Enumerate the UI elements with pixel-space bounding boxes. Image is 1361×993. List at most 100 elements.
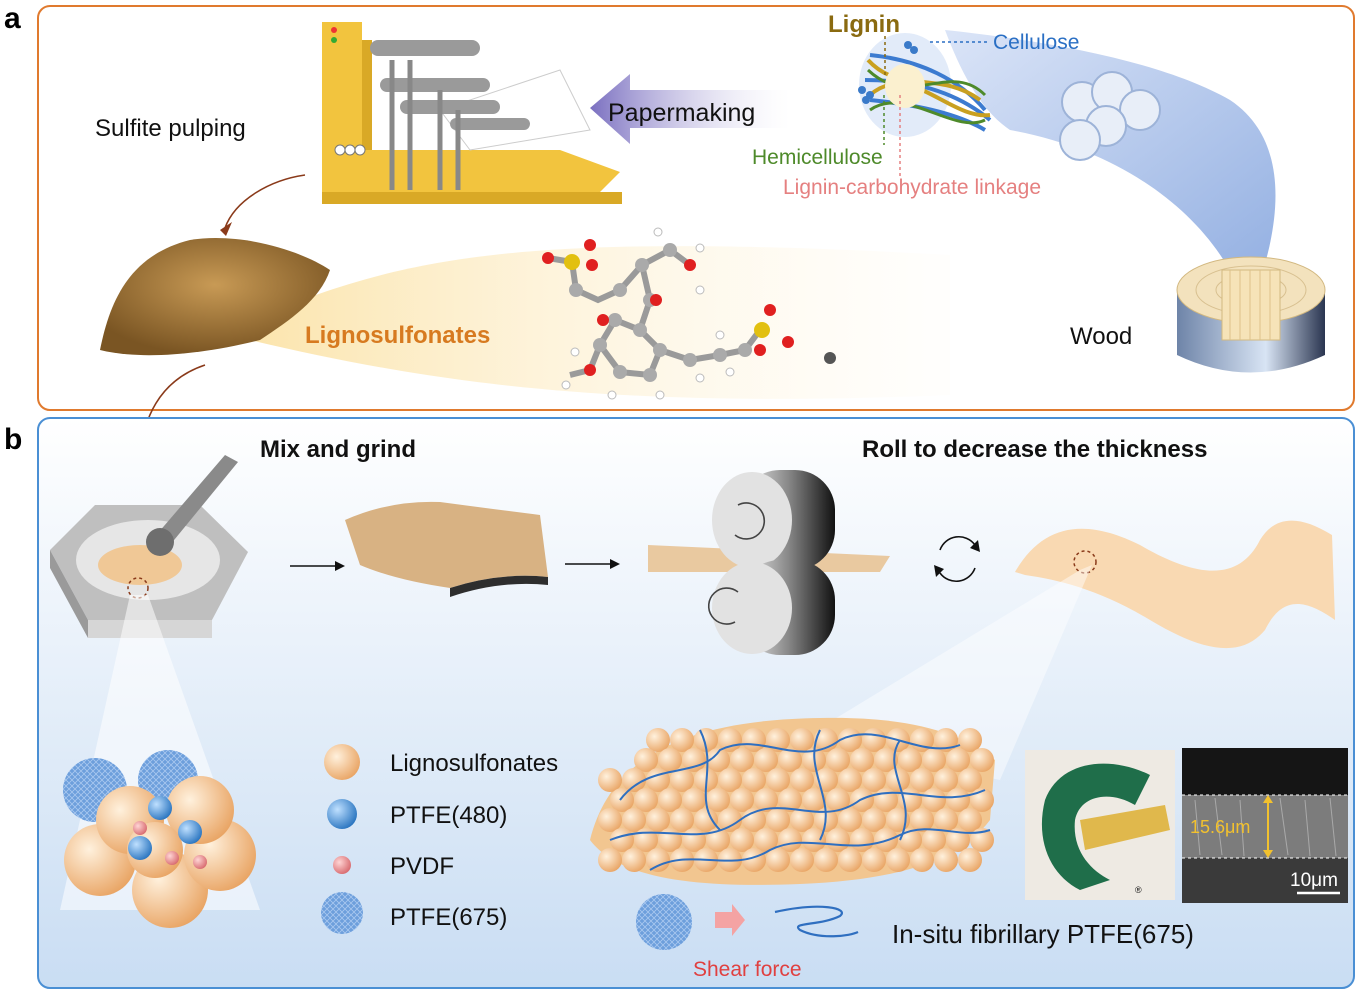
slab-sphere: [694, 808, 718, 832]
film-photo: ®: [1025, 750, 1175, 900]
panel-a-letter: a: [4, 2, 21, 35]
slab-sphere: [682, 748, 706, 772]
wood-log: [1176, 256, 1326, 373]
slab-sphere: [910, 848, 934, 872]
fiber-tubes: [1059, 71, 1161, 161]
slab-sphere: [646, 808, 670, 832]
legend-lignosulfonates-label: Lignosulfonates: [390, 750, 558, 777]
slab-sphere: [934, 768, 958, 792]
slab-sphere: [970, 828, 994, 852]
slab-sphere: [910, 768, 934, 792]
slab-sphere: [790, 808, 814, 832]
slab-sphere: [886, 848, 910, 872]
slab-sphere: [862, 848, 886, 872]
slab-sphere: [682, 788, 706, 812]
slab-sphere: [658, 788, 682, 812]
slab-sphere: [634, 788, 658, 812]
slab-sphere: [754, 788, 778, 812]
fibrillated-composite: [590, 717, 995, 885]
slab-sphere: [718, 808, 742, 832]
sulfite-pulping-label: Sulfite pulping: [95, 115, 246, 142]
slab-sphere: [766, 808, 790, 832]
slab-sphere: [802, 828, 826, 852]
slab-sphere: [658, 828, 682, 852]
flow-arrow-1-head: [335, 561, 345, 571]
lignosulfonate-powder: [100, 238, 330, 356]
slab-sphere: [790, 768, 814, 792]
thick-sheet: [345, 501, 548, 597]
slab-sphere: [946, 748, 970, 772]
slab-sphere: [958, 728, 982, 752]
shear-force-label: Shear force: [693, 958, 802, 981]
slab-sphere: [646, 728, 670, 752]
slab-sphere: [646, 768, 670, 792]
cellulose-label: Cellulose: [993, 31, 1079, 54]
hemicellulose-label: Hemicellulose: [752, 146, 883, 169]
slab-sphere: [706, 828, 730, 852]
in-situ-label: In-situ fibrillary PTFE(675): [892, 919, 1194, 949]
slab-sphere: [622, 808, 646, 832]
sem-scale-label: 10μm: [1290, 870, 1338, 891]
panel-b-letter: b: [4, 423, 22, 456]
slab-sphere: [958, 768, 982, 792]
slab-sphere: [922, 748, 946, 772]
photo-trademark: ®: [1135, 885, 1142, 895]
slab-sphere: [658, 748, 682, 772]
cycle-icon: [939, 535, 976, 583]
slab-sphere: [634, 748, 658, 772]
slab-sphere: [838, 848, 862, 872]
slab-sphere: [598, 848, 622, 872]
mix-grind-label: Mix and grind: [260, 436, 416, 463]
slab-sphere: [934, 848, 958, 872]
slab-sphere: [790, 848, 814, 872]
slab-sphere: [826, 828, 850, 852]
slab-sphere: [958, 848, 982, 872]
slab-sphere: [934, 808, 958, 832]
cycle-icon-head-2: [934, 565, 944, 577]
slab-sphere: [610, 828, 634, 852]
lignosulfonate-molecule: [542, 227, 836, 400]
slab-sphere: [754, 828, 778, 852]
slab-sphere: [622, 768, 646, 792]
legend-ptfe480-swatch: [327, 799, 357, 829]
slab-sphere: [610, 788, 634, 812]
slab-sphere: [910, 808, 934, 832]
legend: Lignosulfonates PTFE(480) PVDF PTFE(675): [321, 744, 558, 934]
slab-sphere: [742, 728, 766, 752]
slab-sphere: [634, 828, 658, 852]
film-zoom-circle: [1073, 550, 1097, 574]
cycle-icon-head-1: [970, 540, 980, 552]
legend-ptfe675-swatch: [321, 892, 363, 934]
lignosulfonates-label: Lignosulfonates: [305, 322, 490, 349]
flow-arrow-2-head: [610, 559, 620, 569]
slab-sphere: [862, 768, 886, 792]
slab-sphere: [670, 808, 694, 832]
slab-sphere: [622, 848, 646, 872]
fibril-icon: [774, 905, 859, 938]
slab-sphere: [838, 768, 862, 792]
slab-sphere: [778, 828, 802, 852]
ptfe675-particle: [636, 894, 692, 950]
slab-sphere: [682, 828, 706, 852]
slab-sphere: [670, 768, 694, 792]
slab-sphere: [778, 788, 802, 812]
slab-sphere: [826, 788, 850, 812]
slab-sphere: [706, 788, 730, 812]
flow-arrows: [290, 563, 615, 567]
slab-sphere: [910, 728, 934, 752]
slab-sphere: [730, 828, 754, 852]
legend-ptfe675-label: PTFE(675): [390, 904, 507, 931]
slab-sphere: [826, 748, 850, 772]
slab-sphere: [958, 808, 982, 832]
sem-image: 15.6μm 10μm: [1182, 748, 1348, 903]
slab-sphere: [874, 788, 898, 812]
slab-sphere: [790, 728, 814, 752]
slab-sphere: [766, 728, 790, 752]
slab-sphere: [862, 808, 886, 832]
arrow-to-powder: [224, 174, 306, 229]
slab-sphere: [718, 768, 742, 792]
slab-sphere: [874, 748, 898, 772]
slab-sphere: [730, 788, 754, 812]
slab-sphere: [754, 748, 778, 772]
